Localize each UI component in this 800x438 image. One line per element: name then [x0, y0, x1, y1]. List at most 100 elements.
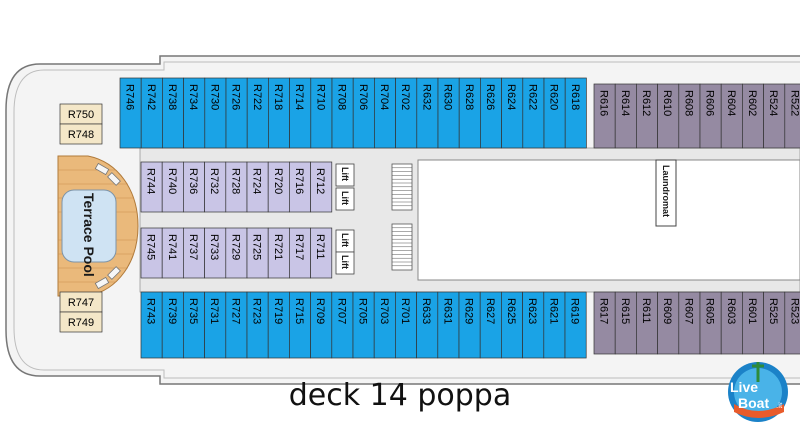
- cabin-r733[interactable]: R733: [204, 227, 227, 279]
- cabin-r741[interactable]: R741: [161, 227, 184, 279]
- cabin-label: R610: [661, 90, 673, 116]
- cabin-r732[interactable]: R732: [204, 161, 227, 213]
- cabin-r525[interactable]: R525: [763, 291, 786, 355]
- cabin-r633[interactable]: R633: [416, 291, 439, 359]
- cabin-r609[interactable]: R609: [657, 291, 680, 355]
- cabin-r749[interactable]: R749: [59, 311, 103, 333]
- cabin-r719[interactable]: R719: [267, 291, 290, 359]
- cabin-r721[interactable]: R721: [267, 227, 290, 279]
- cabin-r730[interactable]: R730: [204, 77, 227, 149]
- cabin-r742[interactable]: R742: [140, 77, 163, 149]
- laundromat-room: [655, 159, 677, 227]
- cabin-r737[interactable]: R737: [183, 227, 205, 279]
- cabin-r723[interactable]: R723: [246, 291, 269, 359]
- cabin-r734[interactable]: R734: [183, 77, 206, 149]
- cabin-r632[interactable]: R632: [416, 77, 439, 149]
- cabin-r728[interactable]: R728: [225, 161, 248, 213]
- cabin-r523[interactable]: R523: [784, 291, 800, 355]
- atrium-void: [417, 159, 800, 281]
- cabin-r710[interactable]: R710: [310, 77, 333, 149]
- cabin-r709[interactable]: R709: [310, 291, 333, 359]
- cabin-label: R711: [314, 234, 326, 259]
- cabin-r744[interactable]: R744: [140, 161, 163, 213]
- lift: Lift: [335, 251, 355, 275]
- cabin-r623[interactable]: R623: [522, 291, 545, 359]
- cabin-r703[interactable]: R703: [373, 291, 396, 359]
- cabin-r748[interactable]: R748: [59, 123, 103, 145]
- cabin-r607[interactable]: R607: [678, 291, 701, 355]
- cabin-r714[interactable]: R714: [289, 77, 312, 149]
- lift-label: Lift: [340, 191, 350, 205]
- cabin-r618[interactable]: R618: [564, 77, 587, 149]
- cabin-r619[interactable]: R619: [564, 291, 587, 359]
- cabin-r704[interactable]: R704: [374, 77, 396, 149]
- cabin-r601[interactable]: R601: [742, 291, 764, 355]
- cabin-r620[interactable]: R620: [543, 77, 566, 149]
- cabin-r624[interactable]: R624: [501, 77, 524, 149]
- cabin-r603[interactable]: R603: [720, 291, 743, 355]
- cabin-label: R611: [640, 298, 652, 323]
- cabin-r606[interactable]: R606: [699, 83, 722, 149]
- cabin-label: R750: [68, 109, 94, 121]
- cabin-label: R717: [293, 234, 305, 260]
- cabin-r722[interactable]: R722: [246, 77, 269, 149]
- cabin-r626[interactable]: R626: [480, 77, 502, 149]
- cabin-r524[interactable]: R524: [763, 83, 786, 149]
- cabin-r731[interactable]: R731: [204, 291, 227, 359]
- cabin-r616[interactable]: R616: [593, 83, 616, 149]
- cabin-r614[interactable]: R614: [614, 83, 637, 149]
- cabin-r611[interactable]: R611: [636, 291, 658, 355]
- cabin-label: R723: [251, 298, 263, 324]
- cabin-r629[interactable]: R629: [458, 291, 481, 359]
- cabin-r605[interactable]: R605: [699, 291, 722, 355]
- cabin-r746[interactable]: R746: [119, 77, 142, 149]
- cabin-r750[interactable]: R750: [59, 103, 103, 125]
- cabin-r738[interactable]: R738: [162, 77, 184, 149]
- cabin-r625[interactable]: R625: [501, 291, 523, 359]
- cabin-r707[interactable]: R707: [331, 291, 354, 359]
- cabin-r716[interactable]: R716: [289, 161, 311, 213]
- cabin-r602[interactable]: R602: [742, 83, 764, 149]
- cabin-r701[interactable]: R701: [395, 291, 417, 359]
- cabin-label: R627: [484, 298, 496, 324]
- cabin-r705[interactable]: R705: [352, 291, 375, 359]
- cabin-r712[interactable]: R712: [310, 161, 333, 213]
- cabin-r715[interactable]: R715: [289, 291, 311, 359]
- cabin-r708[interactable]: R708: [331, 77, 354, 149]
- cabin-r740[interactable]: R740: [161, 161, 184, 213]
- cabin-r628[interactable]: R628: [458, 77, 481, 149]
- cabin-r631[interactable]: R631: [437, 291, 460, 359]
- cabin-r735[interactable]: R735: [183, 291, 205, 359]
- cabin-r711[interactable]: R711: [310, 227, 333, 279]
- cabin-r726[interactable]: R726: [225, 77, 248, 149]
- cabin-r706[interactable]: R706: [352, 77, 375, 149]
- cabin-r621[interactable]: R621: [543, 291, 566, 359]
- cabin-r610[interactable]: R610: [657, 83, 680, 149]
- cabin-label: R525: [767, 298, 779, 324]
- cabin-r615[interactable]: R615: [614, 291, 637, 355]
- cabin-r743[interactable]: R743: [140, 291, 163, 359]
- cabin-r717[interactable]: R717: [289, 227, 311, 279]
- cabin-r718[interactable]: R718: [268, 77, 290, 149]
- cabin-r747[interactable]: R747: [59, 291, 103, 313]
- cabin-r608[interactable]: R608: [678, 83, 701, 149]
- cabin-r725[interactable]: R725: [246, 227, 269, 279]
- cabin-r739[interactable]: R739: [161, 291, 184, 359]
- cabin-r617[interactable]: R617: [593, 291, 616, 355]
- cabin-r727[interactable]: R727: [225, 291, 248, 359]
- cabin-r522[interactable]: R522: [784, 83, 800, 149]
- cabin-r622[interactable]: R622: [522, 77, 545, 149]
- cabin-r627[interactable]: R627: [479, 291, 502, 359]
- cabin-r604[interactable]: R604: [720, 83, 743, 149]
- cabin-r612[interactable]: R612: [636, 83, 658, 149]
- cabin-r745[interactable]: R745: [140, 227, 163, 279]
- cabin-r630[interactable]: R630: [437, 77, 460, 149]
- cabin-r724[interactable]: R724: [246, 161, 269, 213]
- cabin-label: R745: [145, 234, 157, 260]
- cabin-label: R742: [145, 84, 157, 110]
- cabin-r736[interactable]: R736: [183, 161, 205, 213]
- cabin-r729[interactable]: R729: [225, 227, 248, 279]
- cabin-r702[interactable]: R702: [395, 77, 418, 149]
- cabin-r720[interactable]: R720: [267, 161, 290, 213]
